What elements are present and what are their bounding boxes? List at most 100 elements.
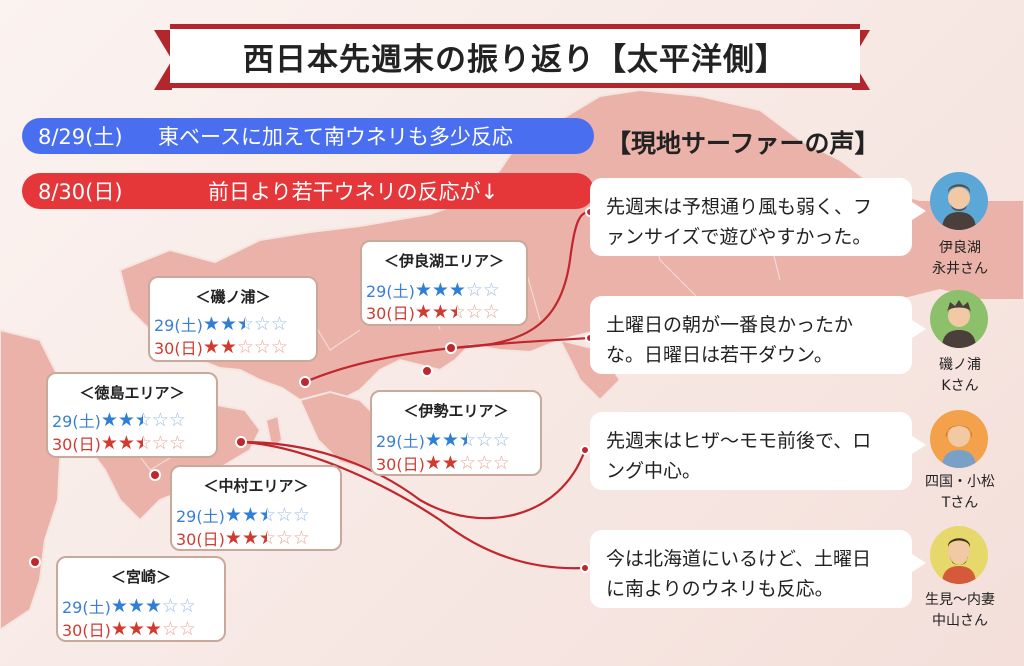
ribbon-tail-left (154, 30, 172, 90)
area-name: ＜磯ノ浦＞ (195, 288, 271, 306)
star-filled-icon: ★ (110, 617, 128, 640)
summary-text: 東ベースに加えて南ウネリも多少反応 (158, 125, 513, 149)
day-label: 29(土) (376, 432, 425, 451)
star-rating: ★★☆☆☆ (100, 431, 186, 454)
star-filled-icon: ★ (100, 408, 118, 431)
voices-heading: 【現地サーファーの声】 (606, 129, 880, 158)
comment-bubble-nakayama: 今は北海道にいるけど、土曜日 に南よりのウネリも反応。 (590, 530, 926, 608)
awaji-island (264, 414, 284, 453)
day-label: 29(土) (52, 412, 101, 431)
star-half-icon: ☆ (135, 433, 152, 453)
day-label: 29(土) (154, 316, 203, 335)
area-name: ＜宮崎＞ (110, 568, 171, 586)
point-end-4 (580, 563, 590, 573)
rating-row-sun: 30(日)★★☆☆☆ (154, 335, 288, 359)
rating-row-sat: 29(土)★★☆☆☆ (176, 503, 310, 527)
day-label: 30(日) (52, 435, 101, 454)
star-filled-icon: ★ (127, 594, 145, 617)
star-rating: ★★☆☆☆ (424, 428, 510, 451)
star-empty-icon: ☆ (236, 335, 254, 358)
comment-line: に南よりのウネリも反応。 (606, 578, 834, 600)
rating-row-sun: 30(日)★★☆☆☆ (376, 451, 510, 475)
star-filled-icon: ★ (241, 526, 259, 549)
star-half-icon: ☆ (259, 505, 276, 525)
star-filled-icon: ★ (441, 451, 459, 474)
point-irago (445, 342, 457, 354)
star-filled-icon: ★ (424, 451, 442, 474)
comment-line: ング中心。 (606, 460, 702, 482)
area-name: ＜中村エリア＞ (203, 477, 309, 495)
star-empty-icon: ☆ (475, 451, 493, 474)
comment-bubble-isonoura: 土曜日の朝が一番良かったか な。日曜日は若干ダウン。 (590, 296, 926, 374)
star-filled-icon: ★ (414, 300, 432, 323)
star-empty-icon: ☆ (292, 526, 310, 549)
rating-row-sun: 30(日)★★☆☆☆ (52, 431, 186, 455)
star-filled-icon: ★ (441, 428, 459, 451)
person-name: Tさん (941, 495, 979, 511)
star-empty-icon: ☆ (482, 300, 500, 323)
area-name: ＜伊勢エリア＞ (403, 402, 509, 420)
point-tokushima (235, 436, 247, 448)
area-card-ise: ＜伊勢エリア＞ 29(土)★★☆☆☆ 30(日)★★☆☆☆ (370, 390, 542, 476)
area-name: ＜徳島エリア＞ (79, 384, 185, 402)
person-area: 四国・小松 (925, 474, 995, 490)
point-isonoura (299, 376, 311, 388)
area-card-isonoura: ＜磯ノ浦＞ 29(土)★★☆☆☆ 30(日)★★☆☆☆ (148, 276, 318, 362)
star-filled-icon: ★ (219, 312, 237, 335)
star-filled-icon: ★ (100, 431, 118, 454)
star-filled-icon: ★ (202, 335, 220, 358)
star-filled-icon: ★ (424, 428, 442, 451)
point-ise (421, 365, 433, 377)
rating-row-sat: 29(土)★★☆☆☆ (154, 312, 288, 336)
star-empty-icon: ☆ (292, 503, 310, 526)
rating-row-sat: 29(土)★★★☆☆ (62, 594, 196, 618)
summary-bar-sunday: 8/30(日) 前日より若干ウネリの反応が↓ (22, 173, 594, 209)
comment-line: 先週末は予想通り風も弱く、フ (606, 196, 873, 218)
star-filled-icon: ★ (224, 503, 242, 526)
person-name: Kさん (941, 378, 979, 394)
summary-date: 8/29(土) (38, 125, 123, 149)
person-name: 中山さん (932, 613, 988, 629)
star-empty-icon: ☆ (253, 335, 271, 358)
star-empty-icon: ☆ (270, 312, 288, 335)
star-empty-icon: ☆ (253, 312, 271, 335)
area-card-irago: ＜伊良湖エリア＞ 29(土)★★★☆☆ 30(日)★★☆☆☆ (360, 240, 528, 326)
star-empty-icon: ☆ (458, 451, 476, 474)
day-label: 30(日) (176, 530, 225, 549)
star-filled-icon: ★ (219, 335, 237, 358)
star-half-icon: ☆ (449, 302, 466, 322)
star-rating: ★★★☆☆ (111, 596, 196, 615)
person-name: 永井さん (932, 261, 988, 277)
person-area: 生見〜内妻 (925, 592, 995, 608)
summary-date: 8/30(日) (38, 180, 123, 204)
star-half-icon: ☆ (135, 410, 152, 430)
star-empty-icon: ☆ (465, 300, 483, 323)
comment-line: 土曜日の朝が一番良かったか (606, 314, 854, 336)
star-rating: ★★☆☆☆ (225, 526, 310, 549)
star-filled-icon: ★ (414, 278, 432, 301)
star-filled-icon: ★ (127, 617, 145, 640)
star-empty-icon: ☆ (178, 617, 196, 640)
day-label: 29(土) (62, 598, 111, 617)
person-isonoura: 磯ノ浦 Kさん (912, 355, 1008, 397)
summary-text: 前日より若干ウネリの反応が↓ (208, 180, 499, 204)
rating-row-sat: 29(土)★★☆☆☆ (376, 428, 510, 452)
star-filled-icon: ★ (431, 278, 449, 301)
star-filled-icon: ★ (144, 594, 162, 617)
star-rating: ★★☆☆☆ (203, 312, 288, 335)
star-empty-icon: ☆ (151, 431, 169, 454)
comment-line: な。日曜日は若干ダウン。 (606, 344, 833, 366)
star-rating: ★★☆☆☆ (224, 503, 310, 526)
star-half-icon: ☆ (237, 314, 254, 334)
star-rating: ★★☆☆☆ (414, 300, 500, 323)
page-title: 西日本先週末の振り返り【太平洋側】 (170, 24, 860, 88)
avatar-komatsu (930, 410, 988, 468)
comment-bubble-irago: 先週末は予想通り風も弱く、フ ァンサイズで遊びやすかった。 (590, 178, 926, 256)
area-name: ＜伊良湖エリア＞ (383, 252, 504, 270)
day-label: 30(日) (154, 339, 203, 358)
star-rating: ★★☆☆☆ (100, 408, 186, 431)
rating-row-sun: 30(日)★★★☆☆ (62, 617, 196, 641)
star-empty-icon: ☆ (168, 431, 186, 454)
star-filled-icon: ★ (117, 408, 135, 431)
connector-lines (240, 210, 591, 570)
